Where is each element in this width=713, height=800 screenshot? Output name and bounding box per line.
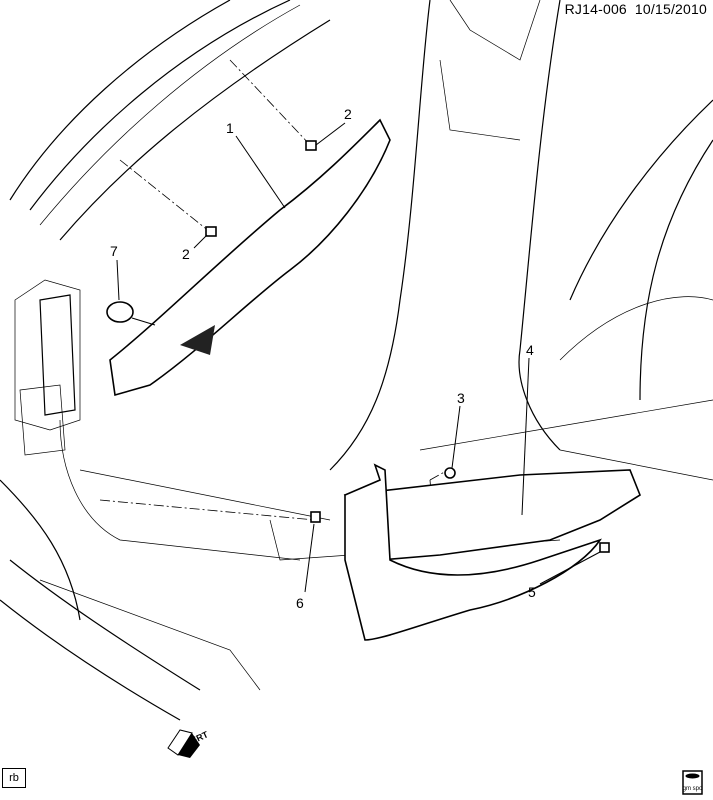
body-frame-left — [0, 0, 331, 721]
svg-text:gm spo: gm spo — [683, 786, 703, 792]
callout-3: 3 — [457, 390, 465, 406]
part-2-clip-lower[interactable] — [205, 226, 217, 237]
callout-4: 4 — [526, 342, 534, 358]
part-4-sill-plate[interactable] — [343, 469, 641, 561]
callout-2-lower: 2 — [182, 246, 190, 262]
callout-6: 6 — [296, 595, 304, 611]
gm-spo-logo: gm spo — [682, 770, 703, 795]
callout-5: 5 — [528, 584, 536, 600]
front-direction-arrow-icon: FRT — [167, 729, 211, 758]
part-6-clip[interactable] — [310, 511, 321, 523]
callout-1: 1 — [226, 120, 234, 136]
diagram-header: RJ14-006 10/15/2010 — [557, 1, 707, 17]
direction-label: FRT — [190, 729, 211, 746]
callout-7: 7 — [110, 243, 118, 259]
part-5-clip[interactable] — [599, 542, 610, 553]
part-7-speaker[interactable] — [106, 301, 134, 323]
part-2-clip-upper[interactable] — [305, 140, 317, 151]
part-3-retainer[interactable] — [444, 467, 456, 479]
illustrator-initials: rb — [2, 768, 26, 788]
callout-2-upper: 2 — [344, 106, 352, 122]
part-1-speaker-grille — [180, 325, 215, 355]
diagram-date: 10/15/2010 — [634, 1, 707, 17]
assembly-lines — [99, 59, 449, 541]
diagram-id: RJ14-006 — [564, 1, 627, 17]
part-1-pillar-trim[interactable] — [109, 118, 391, 397]
b-pillar — [269, 0, 713, 561]
